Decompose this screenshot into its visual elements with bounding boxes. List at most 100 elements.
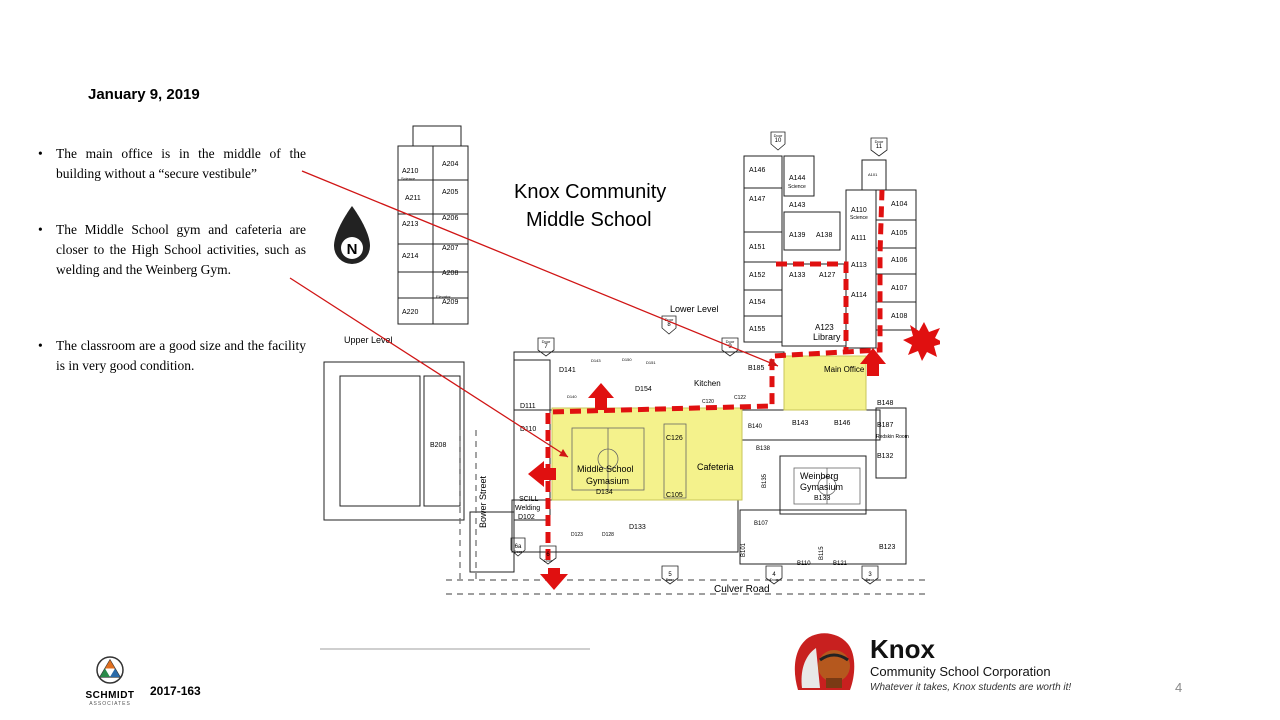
room-a133: A133 [789,272,805,279]
room-c126: C126 [666,435,683,442]
room-c120: C120 [702,399,714,405]
label-weinberg-room: B133 [814,495,830,502]
bullet-dot: • [38,338,43,353]
room-b140: B140 [748,424,763,430]
room-a146: A146 [749,167,765,174]
room-b185: B185 [748,365,764,372]
room-a207: A207 [442,245,458,252]
bullet-main-office: • The main office is in the middle of th… [38,144,306,184]
label-culver-road: Culver Road [714,584,770,595]
room-a152: A152 [749,272,765,279]
room-a107: A107 [891,285,907,292]
room-a206: A206 [442,215,458,222]
label-redskin-room: Redskin Room [876,434,909,440]
room-d140: D140 [567,394,577,399]
room-a147: A147 [749,196,765,203]
room-d133: D133 [629,524,646,531]
label-science-a110: Science [850,215,868,221]
label-ms-gym-room: D134 [596,489,613,496]
door-11: 11 [876,144,883,150]
knox-subtitle: Community School Corporation [870,664,1051,679]
bullet-text: The Middle School gym and cafeteria are … [56,222,306,277]
door-8: 8 [667,322,671,328]
label-weinberg-1: Weinberg [800,471,838,481]
room-b135: B135 [762,473,768,488]
room-b115: B115 [819,546,825,560]
door-4: 4 [772,572,776,578]
room-b132: B132 [877,453,893,460]
door-7-word: Door [542,339,551,344]
label-lower-level: Lower Level [670,304,719,314]
room-a106: A106 [891,257,907,264]
label-elevator: Elevator [436,294,451,299]
room-a110: A110 [851,207,867,214]
door-6: 6 [546,552,550,558]
door-5: 5 [668,572,672,578]
room-a139: A139 [789,232,805,239]
room-a208: A208 [442,270,458,277]
bullet-dot: • [38,222,43,237]
label-upper-level: Upper Level [344,335,393,345]
room-a111: A111 [851,235,866,242]
divider-line [320,648,590,650]
room-a154: A154 [749,299,765,306]
room-a210: A210 [402,168,418,175]
room-a151: A151 [749,244,765,251]
room-a114: A114 [851,292,867,299]
room-a101: A101 [868,172,878,177]
room-a204: A204 [442,161,458,168]
room-d154: D154 [635,386,652,393]
project-code: 2017-163 [150,684,201,698]
room-a127: A127 [819,272,835,279]
room-a214: A214 [402,253,418,260]
floor-plan: N Knox Community Middle School Upper Lev… [323,125,940,595]
label-scill-room: D102 [518,514,535,521]
bullet-text: The classroom are a good size and the fa… [56,338,306,373]
room-a105: A105 [891,230,907,237]
page-number: 4 [1175,680,1183,695]
room-b107: B107 [754,521,769,527]
knox-tagline: Whatever it takes, Knox students are wor… [870,682,1072,693]
room-d128: D128 [602,532,614,538]
room-a155: A155 [749,326,765,333]
door-10: 10 [775,138,782,144]
bullet-text: The main office is in the middle of the … [56,146,306,181]
room-a211: A211 [405,195,421,202]
room-a209: A209 [442,299,458,306]
room-b146: B146 [834,420,850,427]
door-3: 3 [868,572,872,578]
door-10-word: Door [774,133,783,138]
room-b101: B101 [741,542,747,557]
room-b123: B123 [879,544,895,551]
room-b143: B143 [792,420,808,427]
room-b121: B121 [833,561,848,567]
room-a113: A113 [851,262,867,269]
room-a213: A213 [402,221,418,228]
schmidt-sub: ASSOCIATES [89,701,131,707]
compass-icon [334,206,370,264]
door-11-word: Door [875,139,884,144]
bullet-gym-cafeteria: • The Middle School gym and cafeteria ar… [38,220,306,280]
room-a108: A108 [891,313,907,320]
label-science-a144: Science [788,184,806,190]
room-d150: D150 [622,357,632,362]
room-a138: A138 [816,232,832,239]
room-b138: B138 [756,446,771,452]
room-d123: D123 [571,532,583,538]
label-main-office: Main Office [824,365,865,374]
door-8-word: Door [665,317,674,322]
room-d111: D111 [520,403,536,410]
room-d110: D110 [520,426,536,433]
door-6-word: Door [544,558,553,563]
door-9-word: Door [726,339,735,344]
label-ms-gym-1: Middle School [577,464,634,474]
knox-title: Knox [870,634,935,664]
bullet-dot: • [38,146,43,161]
room-d151: D151 [646,360,656,365]
label-scill-1: SCILL [519,496,539,503]
room-b110: B110 [797,561,811,567]
room-a144: A144 [789,175,805,182]
schmidt-name: SCHMIDT [85,690,135,701]
door-4-word: Door [770,577,779,582]
door-6a: 6a [515,544,522,550]
